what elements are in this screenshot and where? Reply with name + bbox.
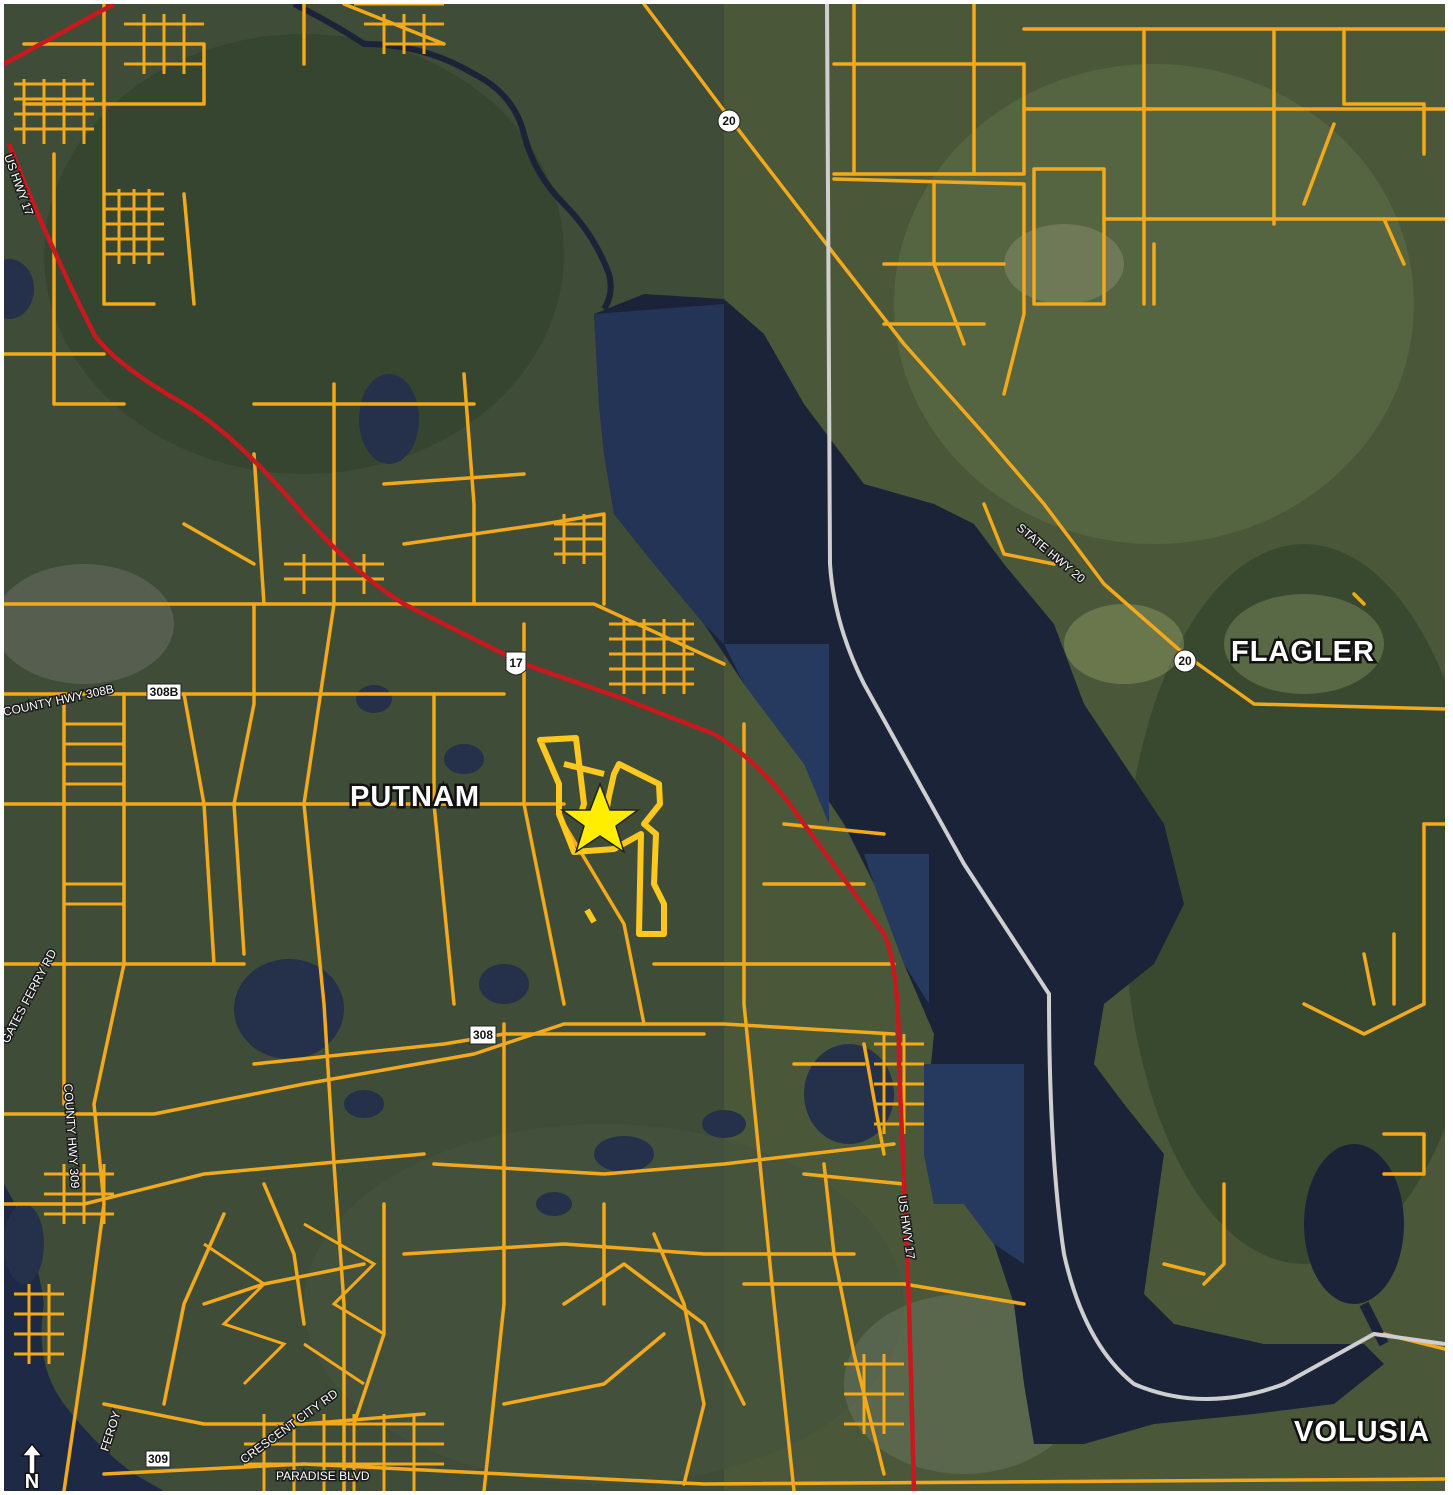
map-view[interactable]: 20 20 17 308B 308 309 STATE HWY 20 US HW… — [4, 4, 1445, 1491]
lake-north — [359, 374, 419, 464]
county-label-volusia: VOLUSIA — [1294, 1416, 1430, 1448]
us-hwy-17-line — [4, 4, 917, 1491]
crescent-lake — [1304, 1144, 1404, 1304]
svg-text:20: 20 — [722, 114, 736, 128]
cr308b-shield: 308B — [146, 683, 182, 701]
cr309-shield: 309 — [145, 1450, 171, 1468]
svg-text:309: 309 — [148, 1452, 168, 1466]
route-shields: 20 20 17 308B 308 309 — [145, 109, 1197, 1468]
terrain — [4, 4, 1445, 1491]
map-canvas: 20 20 17 308B 308 309 STATE HWY 20 US HW… — [4, 4, 1445, 1491]
lake-george — [594, 294, 1384, 1444]
svg-text:308: 308 — [473, 1028, 493, 1042]
cr308-shield: 308 — [469, 1025, 497, 1045]
st-johns-river-north — [292, 4, 614, 311]
svg-text:17: 17 — [509, 656, 523, 670]
county-label-flagler: FLAGLER — [1231, 636, 1375, 668]
gray-route-line — [825, 4, 1445, 1401]
lake-broward — [234, 959, 344, 1059]
north-arrow-icon: N — [20, 1442, 44, 1491]
river-south-west — [4, 1184, 164, 1491]
road-label-paradise-blvd: PARADISE BLVD — [276, 1469, 370, 1483]
sr20-north-shield: 20 — [717, 109, 741, 133]
svg-text:20: 20 — [1178, 654, 1192, 668]
svg-text:308B: 308B — [150, 685, 179, 699]
county-labels: PUTNAM FLAGLER VOLUSIA — [348, 634, 1432, 1451]
us17-shield: 17 — [505, 651, 527, 676]
water-bodies — [4, 4, 1404, 1491]
svg-text:N: N — [25, 1471, 39, 1491]
star-icon — [559, 781, 641, 854]
sr20-east-shield: 20 — [1173, 649, 1197, 673]
county-label-putnam: PUTNAM — [350, 781, 480, 813]
